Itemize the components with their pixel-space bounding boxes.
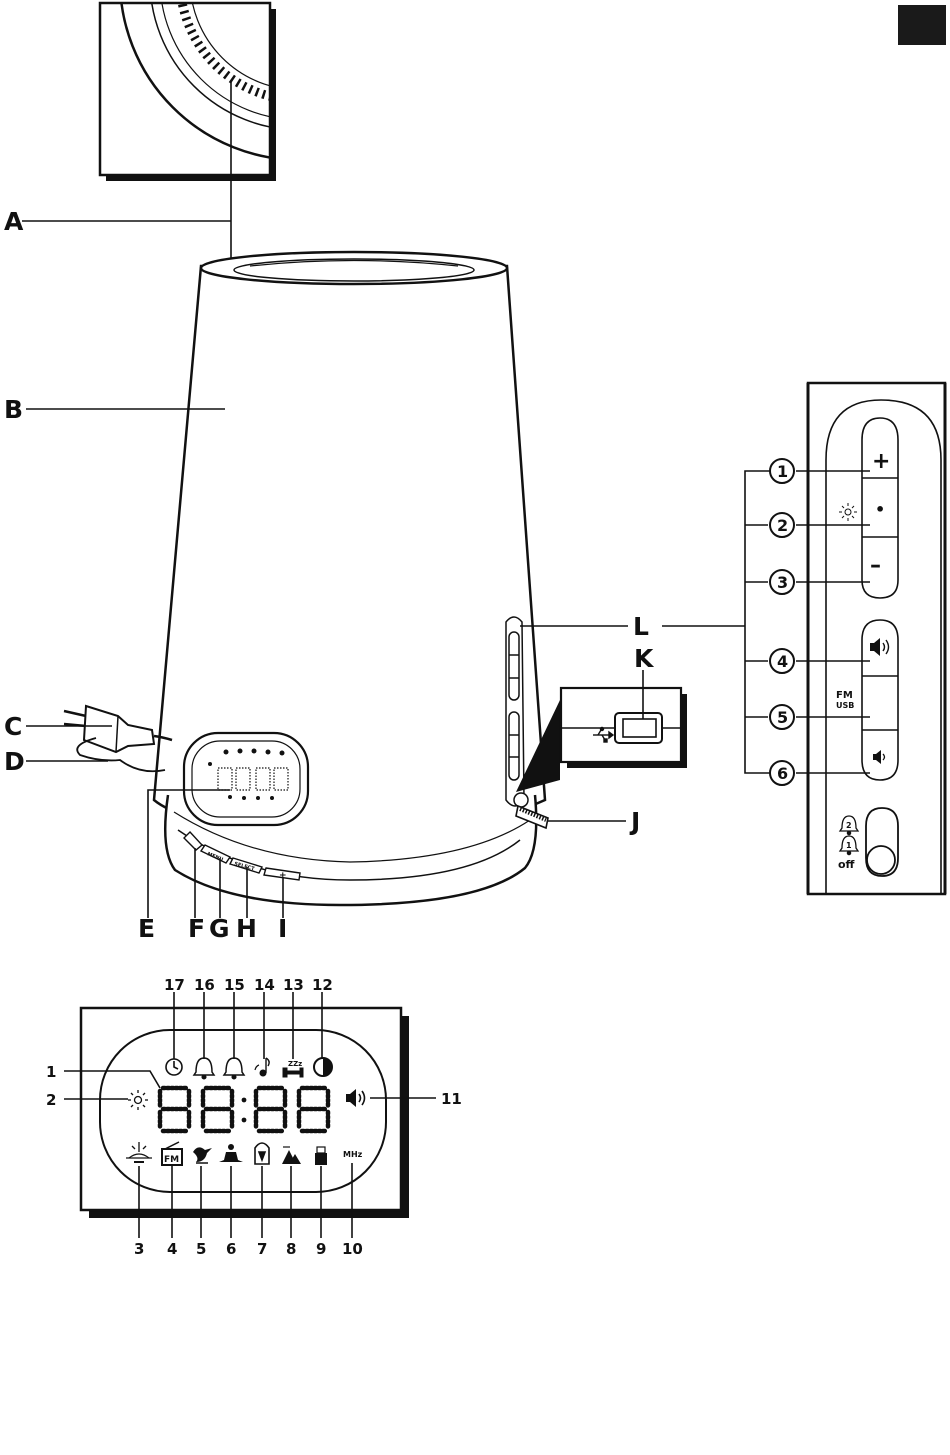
label-a: A [4,207,24,236]
brightness-minus-button: – [870,553,881,578]
panel-callout-3: 3 [770,570,794,594]
lcd-callout-15: 15 [224,976,245,994]
label-l: L [633,612,649,641]
lcd-callout-8: 8 [286,1240,296,1258]
lcd-callout-7: 7 [257,1240,267,1258]
switch-alarm2-number: 2 [846,821,852,830]
usb-inset [516,688,687,792]
panel-callout-5: 5 [770,705,794,729]
svg-text:6: 6 [777,764,788,783]
switch-alarm1-number: 1 [846,841,852,850]
snooze-text: ZZz [288,1060,302,1068]
switch-off-label: off [838,858,855,871]
svg-text:1: 1 [777,462,788,481]
lcd-callout-13: 13 [283,976,304,994]
svg-text:2: 2 [777,516,788,535]
panel-callout-6: 6 [770,761,794,785]
label-e: E [138,914,155,943]
label-k: K [634,644,655,673]
source-label-fm: FM [836,690,853,701]
body-display-window [184,733,308,825]
label-h: H [236,914,257,943]
lcd-callout-16: 16 [194,976,215,994]
side-control-panel: + • – FM USB [808,383,945,894]
label-g: G [209,914,230,943]
lcd-callout-10: 10 [342,1240,363,1258]
label-d: D [4,747,25,776]
page-corner-tab [898,5,946,45]
usb-stick-icon [315,1147,327,1165]
label-b: B [4,395,23,424]
lcd-callout-9: 9 [316,1240,326,1258]
lcd-callout-11: 11 [441,1090,462,1108]
label-i: I [278,914,287,943]
panel-callout-1: 1 [770,459,794,483]
brightness-dot-button: • [875,500,885,519]
lcd-callout-17: 17 [164,976,185,994]
label-j: J [629,807,640,836]
svg-text:4: 4 [777,652,788,671]
lcd-callout-12: 12 [312,976,333,994]
source-label-usb: USB [836,701,854,710]
panel-callout-4: 4 [770,649,794,673]
brightness-plus-button: + [872,449,890,474]
mhz-text: MHz [343,1150,363,1159]
lcd-callout-14: 14 [254,976,275,994]
label-f: F [188,914,205,943]
svg-text:5: 5 [777,708,788,727]
panel-callout-2: 2 [770,513,794,537]
lcd-callout-3: 3 [134,1240,144,1258]
lcd-callout-2: 2 [46,1091,56,1109]
lcd-callout-4: 4 [167,1240,177,1258]
lcd-callout-5: 5 [196,1240,206,1258]
fm-icon-text: FM [164,1155,179,1165]
lcd-callout-6: 6 [226,1240,236,1258]
lcd-callout-1: 1 [46,1063,56,1081]
lcd-detail [81,1008,409,1218]
contrast-icon [314,1058,332,1076]
label-c: C [4,712,22,741]
top-detail-inset [100,0,480,181]
svg-text:3: 3 [777,573,788,592]
